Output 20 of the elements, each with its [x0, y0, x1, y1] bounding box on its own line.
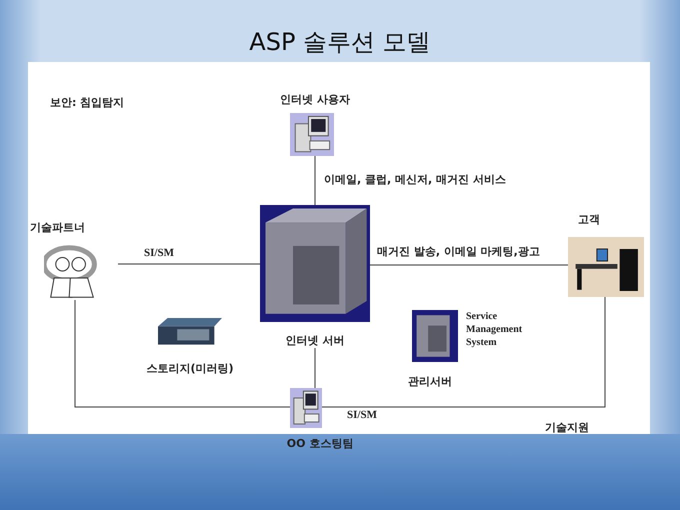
node-label: 스토리지(미러링) [145, 361, 235, 376]
title: ASP 솔루션 모델 [248, 27, 432, 58]
node-label: 고객 [578, 212, 601, 227]
note-text: 기술지원 [545, 420, 589, 435]
node-label: 기술파트너 [30, 220, 86, 235]
connector-line [314, 348, 316, 388]
edge-label: 매거진 발송, 이메일 마케팅,광고 [376, 244, 541, 259]
node-label: OO 호스팅팀 [286, 436, 354, 451]
edge-label: 이메일, 클럽, 메신저, 매거진 서비스 [323, 172, 507, 187]
node-label: 인터넷 사용자 [279, 92, 351, 107]
edge-label: SI/SM [346, 409, 378, 421]
connector-line [314, 156, 316, 206]
note-text: 보안: 침입탐지 [50, 95, 124, 110]
caption-text: Service Management System [466, 310, 524, 349]
connector-line [370, 264, 568, 266]
connector-line [322, 296, 606, 408]
node-label: 관리서버 [407, 374, 453, 389]
edge-label: SI/SM [143, 247, 175, 259]
node-label: 인터넷 서버 [284, 333, 346, 348]
connector-line [74, 300, 290, 408]
